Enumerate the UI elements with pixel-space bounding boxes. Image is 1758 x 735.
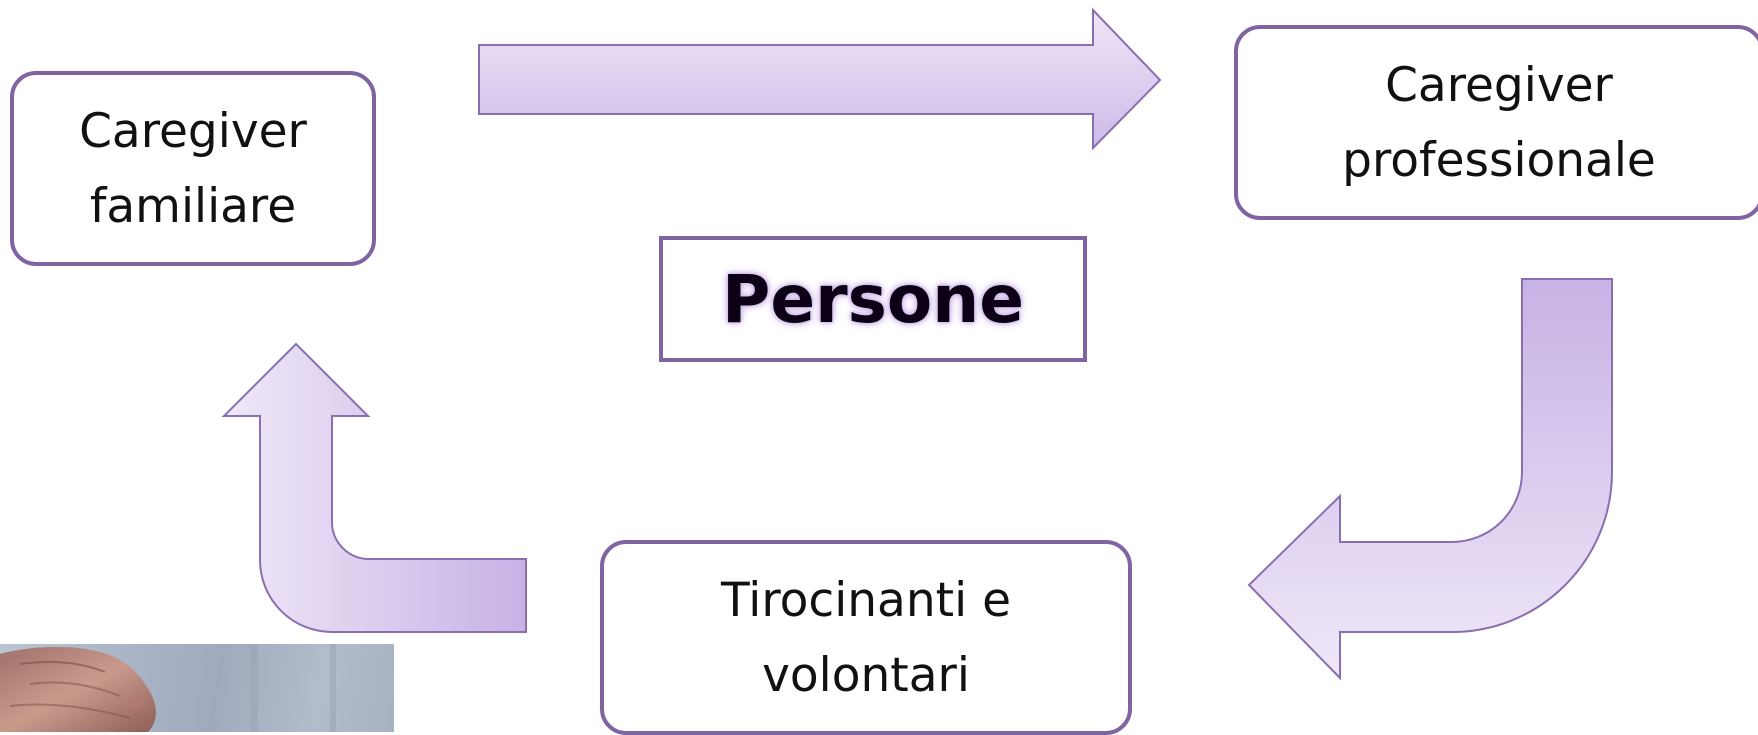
elderly-hand-photo bbox=[0, 644, 394, 732]
center-label: Persone bbox=[721, 260, 1025, 338]
node-caregiver-professionale-line1: Caregiver bbox=[1385, 57, 1613, 113]
node-caregiver-familiare-line1: Caregiver bbox=[79, 103, 307, 159]
arrow-bent-left-up bbox=[221, 342, 527, 633]
node-caregiver-professionale-line2: professionale bbox=[1342, 132, 1656, 188]
node-caregiver-familiare-line2: familiare bbox=[89, 178, 297, 234]
node-tirocinanti-volontari: Tirocinanti e volontari bbox=[600, 540, 1132, 735]
node-tirocinanti-volontari-line1: Tirocinanti e bbox=[721, 572, 1011, 628]
arrow-bent-down-left bbox=[1247, 278, 1613, 681]
node-caregiver-professionale: Caregiver professionale bbox=[1234, 25, 1758, 220]
node-caregiver-familiare: Caregiver familiare bbox=[10, 71, 376, 266]
arrow-right bbox=[478, 7, 1162, 151]
center-label-box: Persone bbox=[659, 236, 1087, 362]
hand-illustration bbox=[0, 644, 336, 732]
node-tirocinanti-volontari-line2: volontari bbox=[762, 647, 970, 703]
